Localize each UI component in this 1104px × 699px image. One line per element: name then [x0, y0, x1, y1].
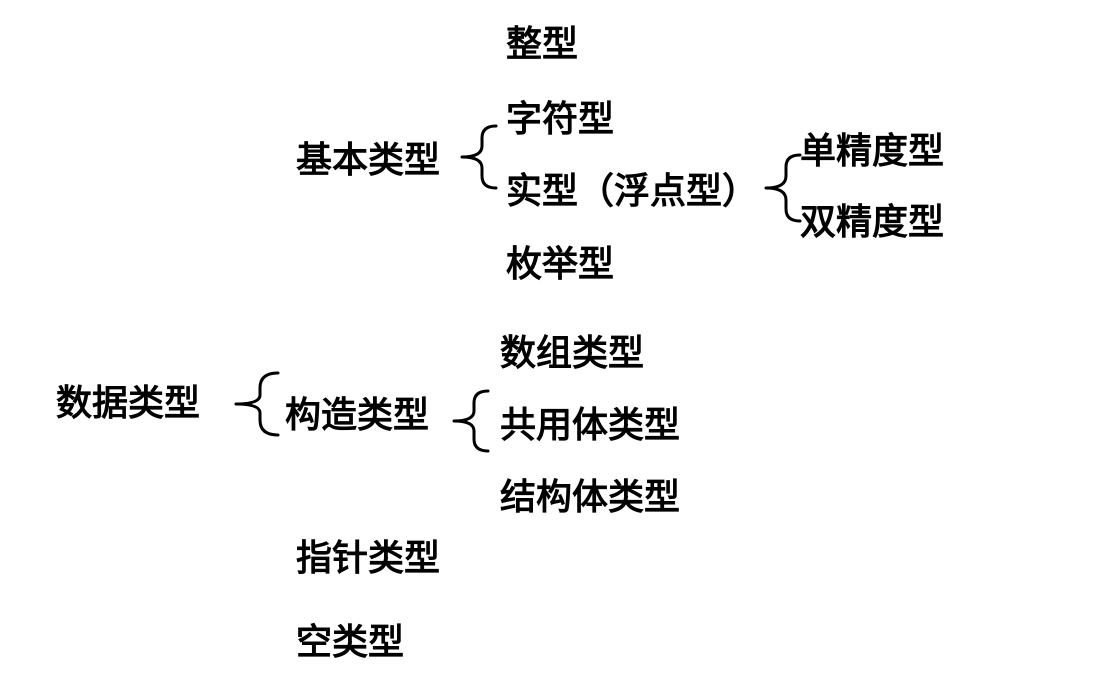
- node-pointer-type: 指针类型: [296, 537, 441, 579]
- brace-basic: [460, 124, 498, 190]
- node-struct-type: 结构体类型: [500, 476, 681, 518]
- brace-real: [764, 153, 802, 223]
- node-data-type: 数据类型: [56, 382, 201, 424]
- node-array-type: 数组类型: [500, 332, 645, 374]
- node-basic-type: 基本类型: [296, 139, 441, 181]
- node-void-type: 空类型: [296, 621, 405, 663]
- node-construct-type: 构造类型: [285, 394, 430, 436]
- node-enum-type: 枚举型: [506, 243, 615, 285]
- node-double-precision: 双精度型: [800, 201, 945, 243]
- node-integer-type: 整型: [506, 23, 579, 65]
- node-char-type: 字符型: [506, 98, 615, 140]
- brace-root: [234, 371, 280, 437]
- node-union-type: 共用体类型: [500, 404, 681, 446]
- node-real-type: 实型（浮点型）: [506, 170, 759, 212]
- brace-construct: [452, 389, 490, 453]
- node-single-precision: 单精度型: [800, 130, 945, 172]
